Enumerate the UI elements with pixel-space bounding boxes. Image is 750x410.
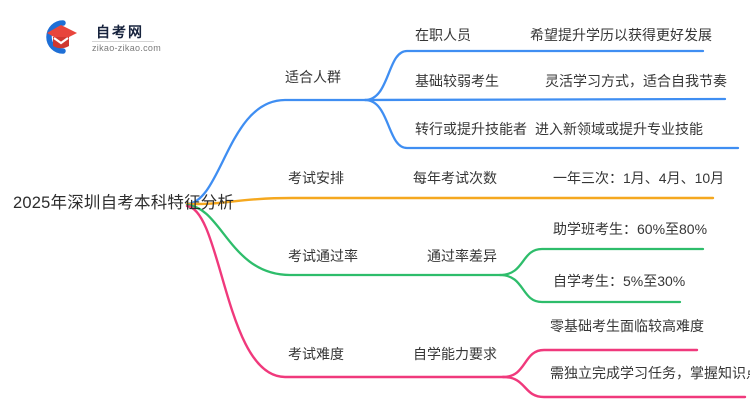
- detail-independent-study: 需独立完成学习任务，掌握知识点: [550, 365, 750, 381]
- branch-line-independent-study: [501, 375, 747, 399]
- branch-line-assisted-class-rate: [498, 247, 705, 277]
- branch-line-weak-foundation: [363, 97, 727, 102]
- logo-site-name: 自考网: [96, 24, 144, 40]
- branch-line-self-study-rate: [498, 273, 682, 304]
- branch-label-exam-schedule: 考试安排: [288, 170, 344, 186]
- subtopic-pass-rate-difference: 通过率差异: [427, 248, 497, 264]
- subtopic-self-study-ability: 自学能力要求: [413, 346, 497, 362]
- detail-career-changers: 进入新领域或提升专业技能: [535, 121, 703, 137]
- branch-line-pass-rate: [185, 203, 502, 277]
- branch-line-exam-difficulty: [185, 204, 505, 379]
- subtopic-weak-foundation: 基础较弱考生: [415, 73, 499, 89]
- graduation-cap-logo-icon: [46, 20, 77, 54]
- subtopic-exams-per-year: 每年考试次数: [413, 170, 497, 186]
- logo-crescent-shape: [46, 20, 66, 54]
- detail-self-study-rate: 自学考生：5%至30%: [553, 273, 686, 289]
- branch-line-exam-schedule: [185, 196, 715, 206]
- subtopic-working-professionals: 在职人员: [415, 27, 471, 43]
- branch-line-career-changers: [363, 98, 740, 150]
- branch-label-suitable-groups: 适合人群: [285, 69, 341, 85]
- branch-label-pass-rate: 考试通过率: [288, 248, 358, 264]
- logo-site-domain: zikao-zikao.com: [92, 43, 162, 53]
- subtopic-career-changers: 转行或提升技能者: [415, 121, 527, 137]
- detail-weak-foundation: 灵活学习方式，适合自我节奏: [545, 73, 727, 89]
- branch-label-exam-difficulty: 考试难度: [288, 346, 344, 362]
- detail-working-professionals: 希望提升学历以获得更好发展: [530, 27, 712, 43]
- branch-line-working-professionals: [363, 49, 705, 102]
- branch-line-suitable-groups: [185, 98, 367, 206]
- detail-zero-basis-difficulty: 零基础考生面临较高难度: [550, 318, 704, 334]
- root-topic: 2025年深圳自考本科特征分析: [13, 194, 235, 212]
- detail-exams-per-year: 一年三次：1月、4月、10月: [553, 170, 725, 186]
- branch-line-zero-basis: [501, 348, 699, 379]
- site-logo: 自考网 zikao-zikao.com: [38, 16, 168, 56]
- logo-divider: [92, 41, 154, 42]
- logo-cap-chevron: [53, 37, 69, 45]
- detail-assisted-class-rate: 助学班考生：60%至80%: [553, 221, 708, 237]
